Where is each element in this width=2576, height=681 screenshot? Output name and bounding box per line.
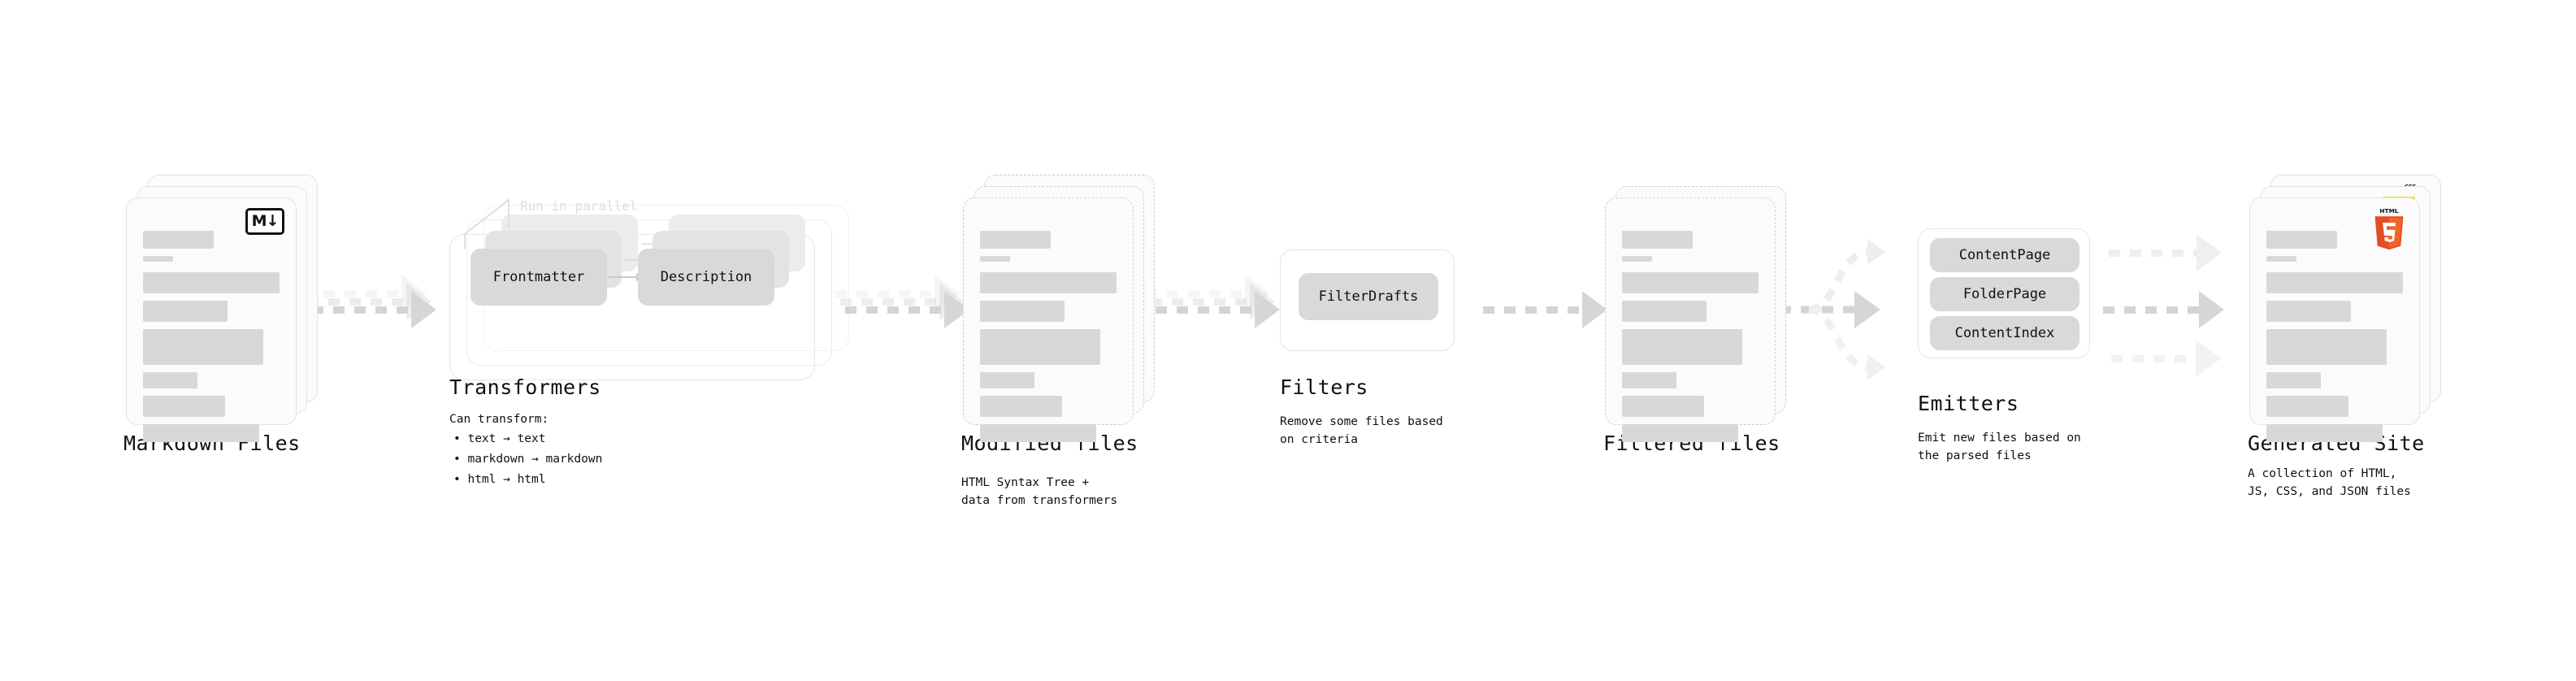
modified-card-stack [963,175,1155,442]
transformer-shell-middle [466,219,832,366]
content-bar [1622,424,1738,442]
content-bar [143,256,173,262]
emitter-chip-folderpage[interactable]: FolderPage [1930,277,2079,311]
emitter-chip-contentpage[interactable]: ContentPage [1930,238,2079,272]
card-content [143,231,280,449]
parallel-leader-line [464,198,510,249]
stage-title-transformers: Transformers [449,375,601,399]
markdown-card-front: M↓ [126,197,297,442]
transformer-stack: Frontmatter Description [449,205,849,397]
flow-arrow-out-mid [2103,291,2233,328]
content-bar [980,256,1010,262]
flow-arrow-out-bottom [2111,340,2233,377]
generated-card-front: HTML [2249,197,2420,442]
parallel-annotation: Run in parallel [520,198,638,214]
content-bar [1622,329,1742,365]
content-bar [2266,396,2348,417]
list-item: • markdown → markdown [453,453,603,466]
flow-arrow-4 [1483,291,1613,328]
filter-chip-filterdrafts[interactable]: FilterDrafts [1299,273,1438,320]
content-bar [980,272,1117,293]
chip-label: FolderPage [1962,286,2047,302]
content-bar [980,231,1052,249]
content-bar [980,424,1096,442]
chip-label: FilterDrafts [1318,288,1419,305]
content-bar [2266,272,2403,293]
content-bar [143,424,259,442]
list-item: • text → text [453,432,546,445]
content-bar [1622,231,1693,249]
branch-arrows-in [1780,239,1885,380]
chip-label: ContentIndex [1954,325,2055,341]
content-bar [2266,372,2322,388]
transformers-bullet-list: • text → text • markdown → markdown • ht… [453,429,602,490]
card-content [1622,231,1759,449]
content-bar [143,301,228,322]
content-bar [980,396,1062,417]
content-bar [2266,301,2352,322]
emitters-subtitle: Emit new files based on the parsed files [1918,432,2081,462]
generated-card-stack: CSS HTML [2249,175,2441,442]
content-bar [143,272,280,293]
flow-arrow-3 [1156,291,1286,328]
chip-label: ContentPage [1958,247,2051,263]
content-bar [980,301,1065,322]
flow-arrow-out-top [2109,234,2231,271]
content-bar [1622,272,1759,293]
modified-card-front [963,197,1134,442]
filtered-card-front [1605,197,1776,442]
content-bar [143,396,225,417]
transformer-chip-frontmatter[interactable]: Frontmatter [471,249,607,306]
stage-title-filters: Filters [1280,375,1368,399]
stage-title-emitters: Emitters [1918,392,2019,415]
content-bar [1622,256,1652,262]
content-bar [143,329,263,365]
filtered-card-stack [1605,186,1786,442]
content-bar [1622,396,1704,417]
content-bar [143,231,215,249]
transformers-subtitle: Can transform: [449,413,549,426]
stage-markdown-files: M↓ M↓ M↓ [126,175,318,442]
card-content [980,231,1117,449]
content-bar [2266,256,2296,262]
stage-transformers: Frontmatter Description [449,205,849,397]
markdown-icon: M↓ [245,208,284,235]
modified-files-subtitle: HTML Syntax Tree + data from transformer… [961,476,1118,507]
stage-emitters: ContentPage FolderPage ContentIndex [1918,228,2090,358]
transformer-chip-description[interactable]: Description [638,249,774,306]
content-bar [2266,231,2338,249]
generated-site-subtitle: A collection of HTML, JS, CSS, and JSON … [2248,467,2411,498]
chip-label: Frontmatter [492,269,585,285]
content-bar [143,372,198,388]
stage-filters: FilterDrafts [1280,249,1455,351]
svg-text:HTML: HTML [2379,207,2399,215]
content-bar [1622,372,1677,388]
emitter-chip-contentindex[interactable]: ContentIndex [1930,316,2079,350]
card-content [2266,231,2403,449]
content-bar [980,372,1035,388]
content-bar [2266,424,2383,442]
stage-modified-files [963,175,1155,442]
chip-label: Description [660,269,752,285]
flow-arrow-1 [312,291,442,328]
stage-generated-site: CSS HTML [2249,175,2441,442]
html5-icon: HTML [2374,207,2404,250]
flow-arrow-2 [845,291,975,328]
content-bar [1622,301,1707,322]
markdown-card-stack: M↓ M↓ M↓ [126,175,318,442]
stage-filtered-files [1605,186,1786,442]
list-item: • html → html [453,473,546,486]
filters-subtitle: Remove some files based on criteria [1280,415,1443,446]
content-bar [980,329,1100,365]
content-bar [2266,329,2387,365]
